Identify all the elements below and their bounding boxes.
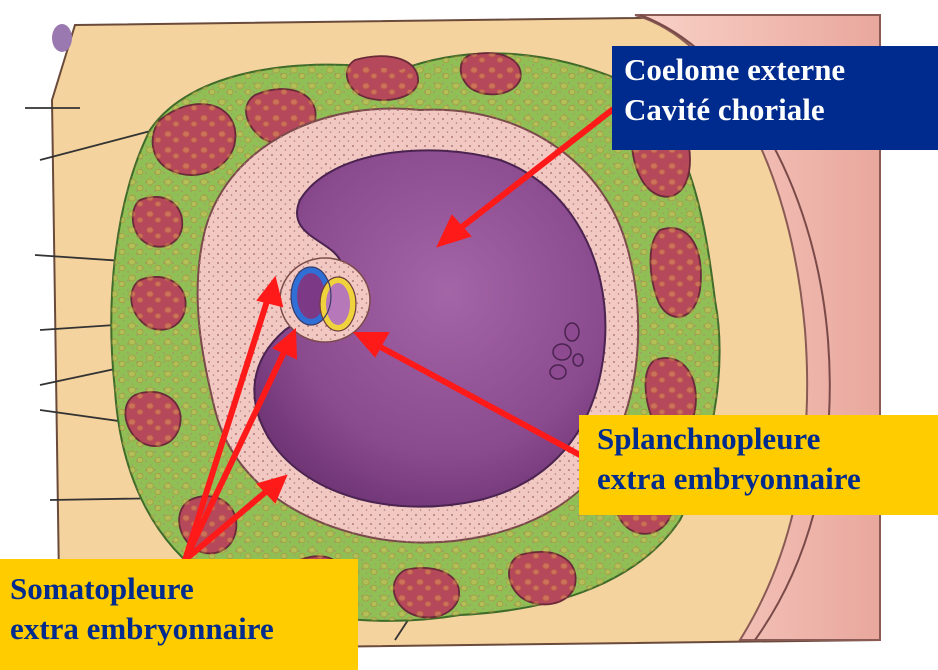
label-coelome-externe: Coelome externe Cavité choriale: [612, 46, 938, 150]
label-coelome-line1: Coelome externe: [624, 52, 846, 87]
label-arrows: [182, 107, 615, 563]
yolk-sac: [320, 277, 356, 331]
label-splanchnopleure: Splanchnopleure extra embryonnaire: [579, 415, 938, 515]
label-coelome-line2: Cavité choriale: [624, 92, 825, 127]
secondary-vesicles: [549, 322, 584, 380]
label-somatopleure-line1: Somatopleure: [10, 571, 194, 606]
label-splanchnopleure-line1: Splanchnopleure: [597, 421, 821, 456]
label-somatopleure-line2: extra embryonnaire: [10, 611, 274, 646]
label-somatopleure: Somatopleure extra embryonnaire: [0, 559, 358, 670]
small-vesicle: [52, 24, 72, 52]
label-splanchnopleure-line2: extra embryonnaire: [597, 461, 861, 496]
